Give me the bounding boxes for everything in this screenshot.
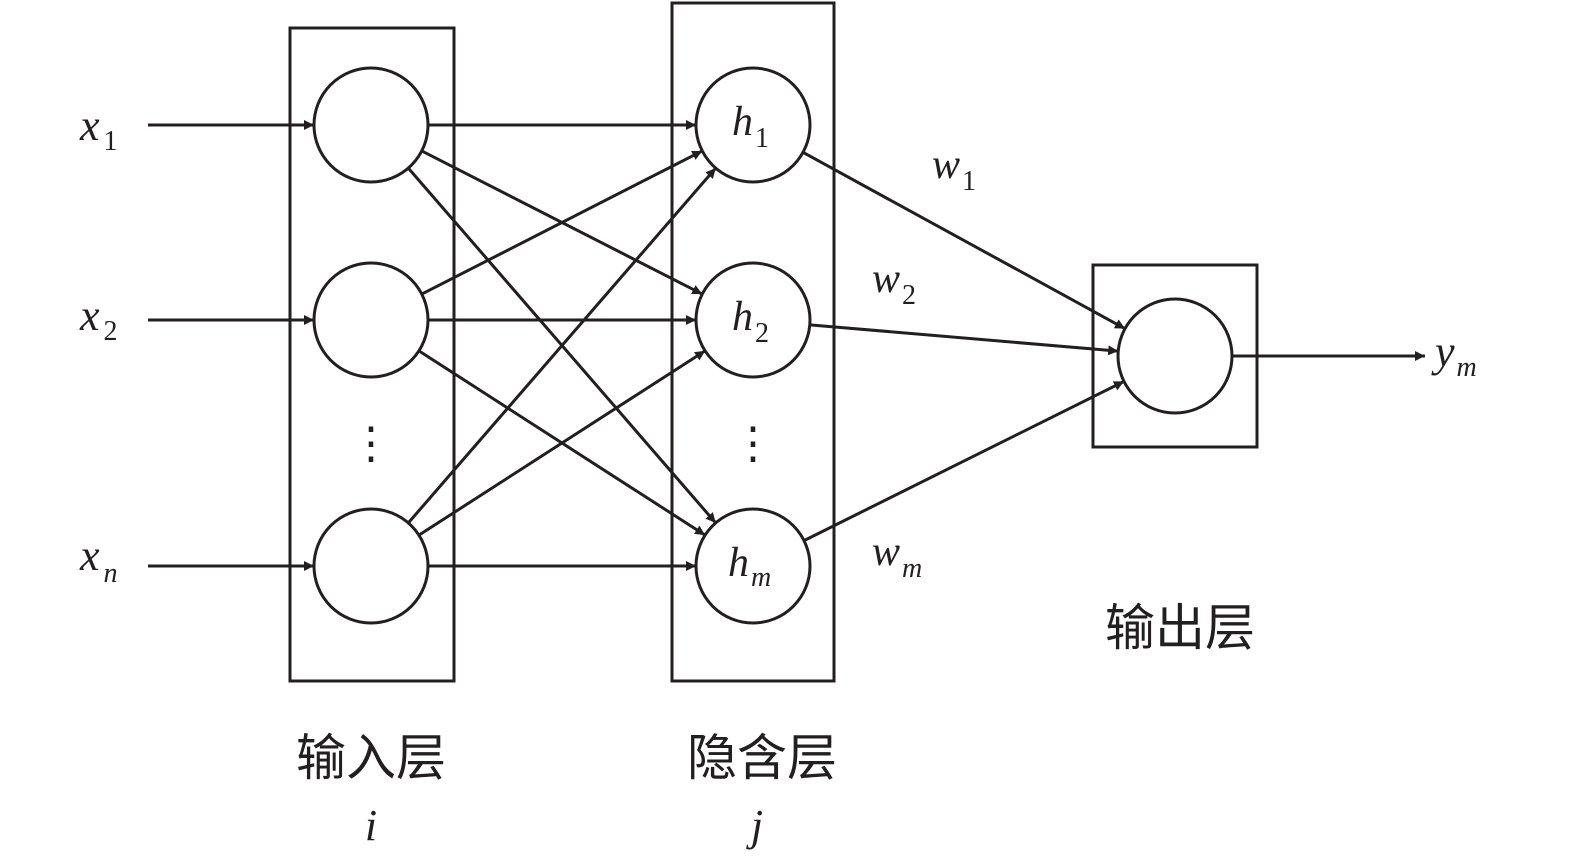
input-layer-index: i — [365, 801, 377, 850]
output-layer-caption: 输出层 — [1105, 599, 1255, 657]
hidden-label-2: h2 — [732, 294, 769, 349]
connections — [148, 120, 1425, 571]
input-layer-caption: 输入层 — [296, 729, 446, 787]
hidden-node-2 — [694, 261, 812, 379]
edge-hidden-3-output — [803, 380, 1125, 542]
weight-label-m: wm — [872, 529, 922, 584]
edge-input-2-hidden-1 — [421, 149, 703, 296]
hidden-label-1: h1 — [732, 99, 769, 154]
weight-label-1: w1 — [932, 142, 976, 197]
input-node-1 — [312, 66, 430, 184]
hidden-label-m: hm — [728, 540, 771, 593]
hidden-node-m — [694, 507, 812, 625]
input-node-2 — [312, 261, 430, 379]
edge-input-3-hidden-2 — [418, 349, 706, 537]
output-label: ym — [1431, 327, 1477, 383]
hidden-node-1 — [694, 66, 812, 184]
edge-input-3-hidden-1 — [407, 167, 717, 524]
hidden-layer-box — [670, 1, 836, 683]
edge-hidden-1-output — [802, 151, 1126, 330]
output-node — [1116, 297, 1234, 415]
hidden-layer-caption: 隐含层 — [687, 729, 837, 787]
input-ellipsis: ⋮ — [349, 419, 393, 468]
hidden-ellipsis: ⋮ — [731, 419, 775, 468]
hidden-layer-index: j — [746, 801, 763, 850]
weight-label-2: w2 — [872, 256, 916, 311]
input-layer-box — [288, 26, 456, 683]
input-node-n — [312, 507, 430, 625]
edge-hidden-2-output — [809, 323, 1119, 356]
